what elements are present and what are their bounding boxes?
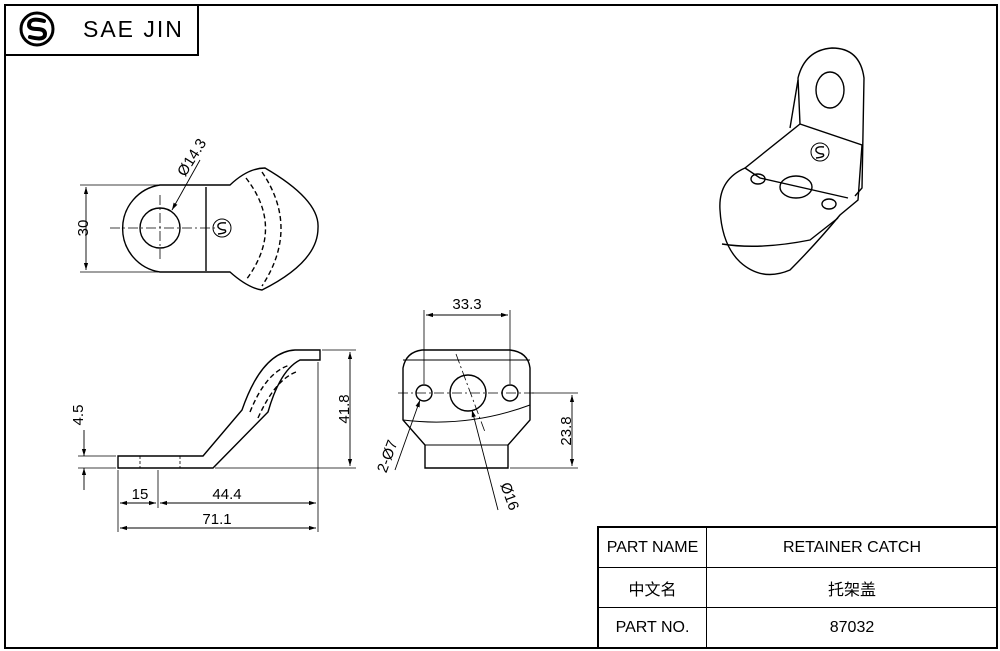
iso-base-plate — [719, 123, 863, 276]
iso-tab-hole — [815, 71, 845, 109]
title-block-label-part-name: PART NAME — [599, 528, 707, 568]
top-view-inner-arc — [245, 177, 267, 281]
isometric-view — [719, 47, 865, 276]
brand-name: SAE JIN — [83, 15, 184, 42]
dim-front-view-height: 23.8 — [558, 416, 575, 445]
front-view — [394, 310, 578, 511]
top-view-outline — [121, 167, 319, 291]
iso-upright-tab — [797, 47, 865, 197]
top-view-inner-arc-2 — [261, 171, 282, 287]
title-block-label-chinese-name: 中文名 — [599, 568, 707, 608]
sheet-border — [4, 4, 998, 649]
side-view-outline — [117, 349, 321, 469]
iso-center-hole — [779, 175, 813, 199]
brand-header: SAE JIN — [4, 4, 199, 56]
side-view — [78, 349, 356, 532]
title-block-value-part-no: 87032 — [829, 619, 875, 636]
iso-small-hole-right — [821, 198, 837, 210]
front-view-outline — [402, 349, 531, 469]
sae-jin-logo-icon — [19, 11, 55, 47]
iso-small-hole-left — [750, 173, 766, 185]
dim-side-view-thickness: 4.5 — [70, 405, 87, 426]
dim-top-view-width: 30 — [75, 220, 92, 237]
title-block-label-part-no: PART NO. — [599, 608, 707, 648]
front-view-center-hole — [449, 374, 487, 412]
side-view-inner-curve — [249, 364, 291, 413]
top-view — [80, 159, 319, 291]
dim-side-view-incline: 44.4 — [212, 486, 241, 503]
side-view-inner-curve-2 — [257, 371, 297, 419]
front-view-curve — [402, 404, 531, 423]
title-block: PART NAME RETAINER CATCH 中文名 托架盖 PART NO… — [597, 526, 997, 648]
part-logo-icon — [212, 218, 232, 238]
dim-side-view-height: 41.8 — [336, 394, 353, 423]
dim-front-view-span: 33.3 — [452, 296, 481, 313]
title-block-value-part-name: RETAINER CATCH — [707, 528, 997, 568]
dim-side-view-overall: 71.1 — [202, 511, 231, 528]
dim-side-view-foot: 15 — [132, 486, 149, 503]
iso-logo-icon — [810, 142, 830, 162]
title-block-value-chinese-name: 托架盖 — [707, 568, 997, 608]
